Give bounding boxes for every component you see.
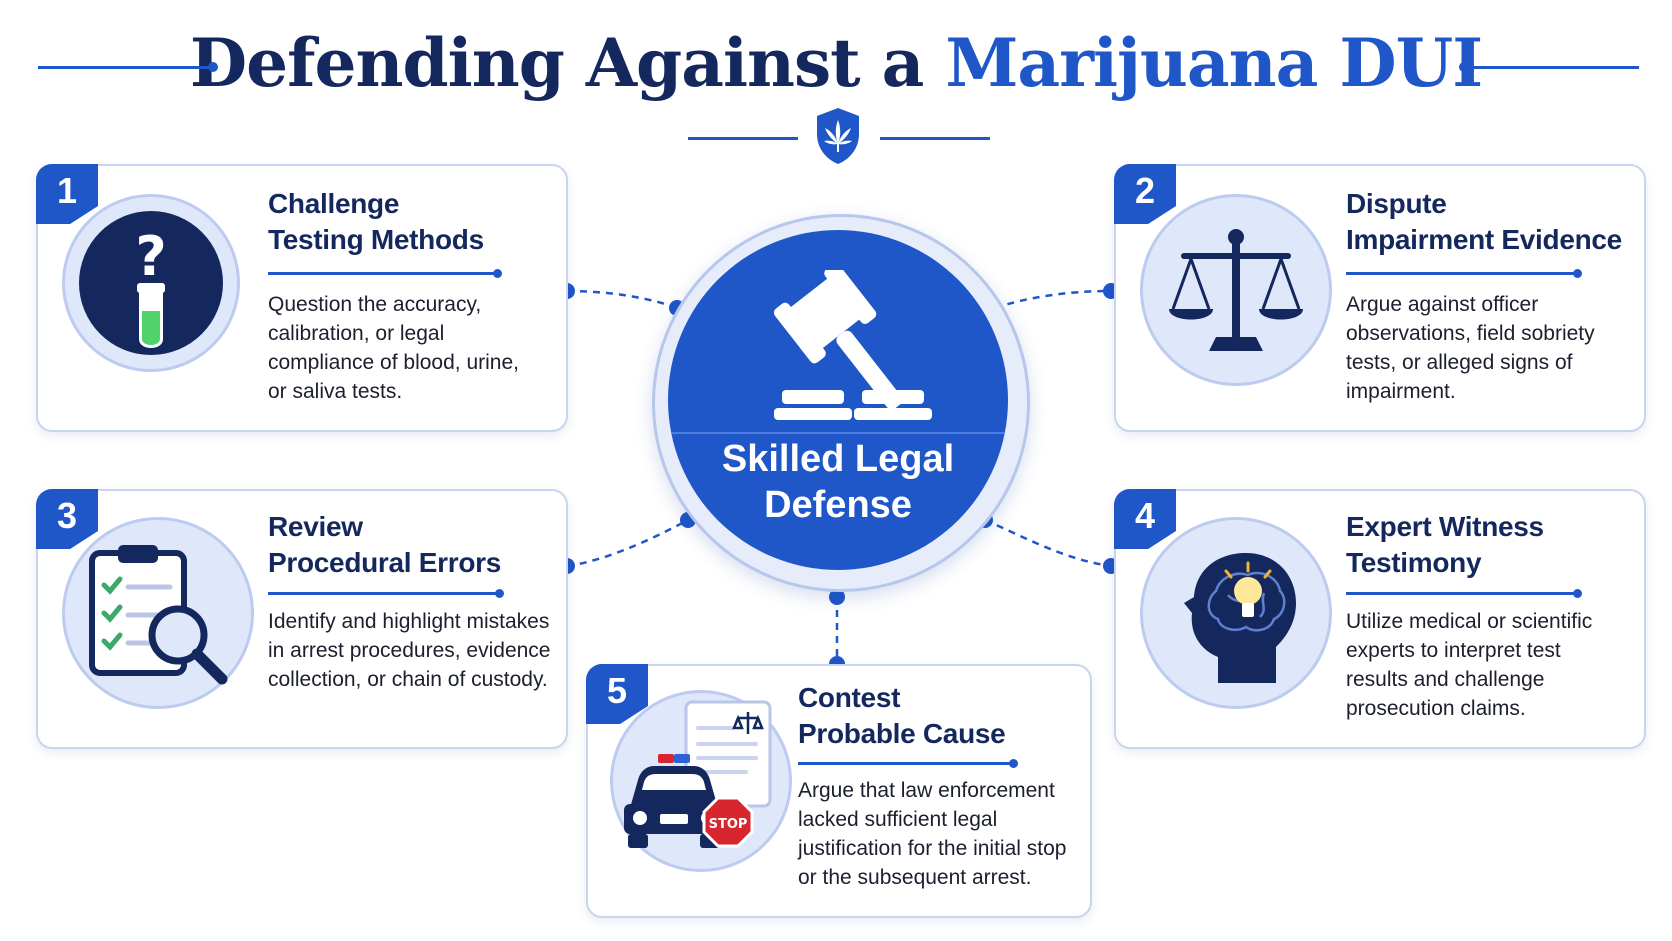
card-icon-circle — [1140, 517, 1332, 709]
card-title-line1: Contest — [798, 682, 901, 713]
card-title-line2: Probable Cause — [798, 718, 1006, 749]
card-number-badge: 5 — [586, 664, 648, 724]
card-description: Argue against officer observations, fiel… — [1346, 293, 1595, 403]
card-title: Review Procedural Errors — [268, 509, 558, 581]
head-lightbulb-icon — [1184, 553, 1296, 683]
title-rule-left — [38, 66, 213, 69]
card-icon-circle — [1140, 194, 1332, 386]
card-dispute-impairment: 2 Dispute Impairment Evidence Argue agai… — [1114, 164, 1646, 432]
card-title-line1: Dispute — [1346, 188, 1447, 219]
card-title-underline — [268, 269, 502, 278]
title-accent: Marijuana DUI — [945, 24, 1483, 102]
card-title-line2: Testimony — [1346, 547, 1482, 578]
ornament-rule-right — [880, 137, 990, 140]
clipboard-magnifier-icon — [89, 545, 228, 685]
hub-label-line2: Defense — [764, 484, 912, 526]
card-description: Utilize medical or scientific experts to… — [1346, 610, 1593, 720]
title-rule-right-dot — [1459, 62, 1469, 72]
svg-text:?: ? — [135, 225, 166, 288]
card-challenge-testing: 1 ? Challenge Testing Methods Question t… — [36, 164, 568, 432]
title-rule-right — [1464, 66, 1639, 69]
stop-sign-text: STOP — [709, 817, 748, 832]
hub-center: Skilled Legal Defense — [668, 230, 1008, 570]
card-title: Contest Probable Cause — [798, 680, 1078, 752]
card-title-line2: Procedural Errors — [268, 547, 501, 578]
card-description: Question the accuracy, calibration, or l… — [268, 293, 519, 403]
ornament-rule-left — [688, 137, 798, 140]
card-review-procedural: 3 Review Procedural Errors Identify and … — [36, 489, 568, 749]
card-title-line2: Testing Methods — [268, 224, 484, 255]
title-main: Defending Against a — [189, 24, 946, 102]
card-expert-witness: 4 Expert Witness Testimony Utilize medic… — [1114, 489, 1646, 749]
title-rule-left-dot — [208, 62, 218, 72]
card-description: Identify and highlight mistakes in arres… — [268, 610, 551, 691]
shield-leaf-icon — [817, 108, 859, 164]
hub-label-line1: Skilled Legal — [721, 438, 955, 480]
page-title: Defending Against a Marijuana DUI — [0, 18, 1672, 108]
card-title-underline — [1346, 589, 1582, 598]
card-title-line1: Challenge — [268, 188, 400, 219]
card-icon-circle: STOP — [610, 690, 792, 872]
card-contest-probable-cause: 5 — [586, 664, 1092, 918]
stop-sign-icon: STOP — [702, 796, 754, 848]
test-tube-question-icon: ? — [79, 211, 223, 355]
hub-divider — [668, 432, 1008, 434]
card-title-underline — [798, 759, 1018, 768]
card-icon-circle — [62, 517, 254, 709]
card-title: Expert Witness Testimony — [1346, 509, 1636, 581]
gavel-icon — [773, 270, 932, 420]
card-title-line1: Expert Witness — [1346, 511, 1544, 542]
card-title-underline — [268, 589, 504, 598]
card-icon-circle: ? — [62, 194, 240, 372]
card-title: Challenge Testing Methods — [268, 186, 558, 258]
card-title-line1: Review — [268, 511, 363, 542]
hub-label: Skilled Legal Defense — [668, 436, 1008, 528]
card-title-line2: Impairment Evidence — [1346, 224, 1622, 255]
police-car-stop-icon: STOP — [624, 700, 772, 848]
card-description: Argue that law enforcement lacked suffic… — [798, 779, 1067, 889]
card-number-badge: 2 — [1114, 164, 1176, 224]
card-title-underline — [1346, 269, 1582, 278]
scales-of-justice-icon — [1169, 229, 1303, 351]
card-title: Dispute Impairment Evidence — [1346, 186, 1636, 258]
